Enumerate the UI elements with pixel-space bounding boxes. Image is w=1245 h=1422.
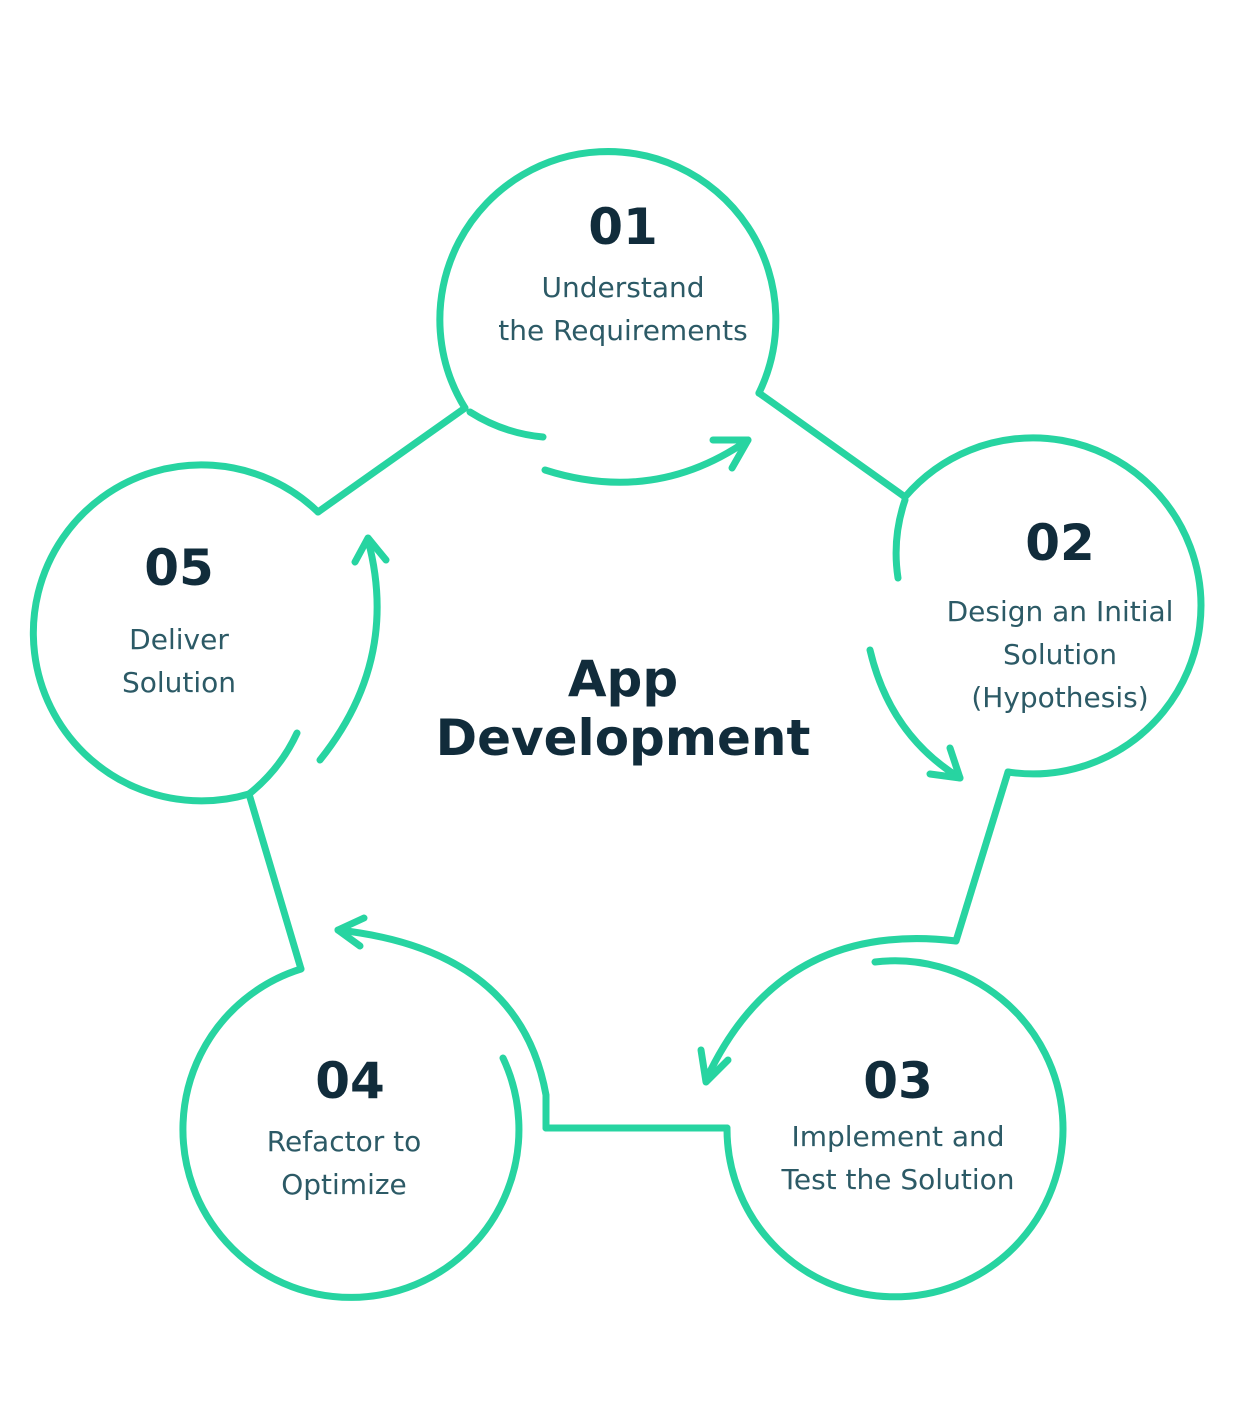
step-01-arrowhead-icon bbox=[709, 436, 752, 472]
connector-04-05 bbox=[245, 790, 305, 973]
step-04-number: 04 bbox=[315, 1052, 385, 1110]
connector-02-03 bbox=[952, 768, 1012, 945]
step-05-number: 05 bbox=[144, 539, 214, 597]
step-03-label-line-1: Implement and bbox=[791, 1120, 1004, 1153]
step-02-arrowhead-icon bbox=[926, 744, 964, 782]
step-05-label-line-1: Deliver bbox=[129, 623, 229, 656]
step-04: 04 Refactor to Optimize bbox=[179, 914, 550, 1301]
connector-05-01 bbox=[314, 404, 469, 516]
step-01-label-line-2: the Requirements bbox=[498, 314, 748, 347]
step-02-label-line-1: Design an Initial bbox=[947, 595, 1174, 628]
center-title-line-1: App bbox=[568, 650, 678, 708]
connector-01-02 bbox=[755, 389, 909, 501]
step-02: 02 Design an Initial Solution (Hypothesi… bbox=[866, 434, 1205, 782]
step-01-arrow-arc bbox=[541, 436, 752, 486]
center-title: App Development bbox=[436, 650, 811, 767]
step-02-arrow-arc bbox=[866, 646, 964, 782]
center-title-line-2: Development bbox=[436, 709, 811, 767]
step-05-ring bbox=[29, 461, 322, 805]
step-01-ring bbox=[436, 148, 780, 412]
connector-lines bbox=[245, 389, 1012, 1132]
step-02-ring bbox=[901, 434, 1205, 778]
step-01: 01 Understand the Requirements bbox=[436, 148, 780, 486]
step-04-arrow-arc bbox=[334, 926, 550, 1132]
step-05-arrowhead-icon bbox=[351, 534, 390, 566]
step-04-arrowhead-icon bbox=[334, 914, 368, 950]
step-01-label-line-1: Understand bbox=[542, 271, 705, 304]
step-03-number: 03 bbox=[863, 1052, 933, 1110]
step-02-inner-arc bbox=[892, 496, 909, 582]
step-03-arrow-arc bbox=[702, 935, 960, 1084]
step-05-inner-arc bbox=[245, 729, 301, 798]
step-03-label-line-2: Test the Solution bbox=[781, 1163, 1015, 1196]
step-04-label-line-2: Optimize bbox=[281, 1168, 407, 1201]
step-02-number: 02 bbox=[1025, 514, 1095, 572]
step-04-ring bbox=[179, 965, 523, 1301]
step-02-label-line-3: (Hypothesis) bbox=[971, 681, 1148, 714]
step-03: 03 Implement and Test the Solution bbox=[697, 935, 1067, 1301]
step-05-label-line-2: Solution bbox=[122, 666, 236, 699]
step-04-label-line-1: Refactor to bbox=[267, 1125, 421, 1158]
step-05: 05 Deliver Solution bbox=[29, 461, 390, 805]
step-01-number: 01 bbox=[588, 198, 658, 256]
step-02-label-line-2: Solution bbox=[1003, 638, 1117, 671]
step-03-arrowhead-icon bbox=[697, 1046, 732, 1086]
step-03-ring bbox=[723, 957, 1067, 1301]
step-05-arrow-arc bbox=[316, 536, 381, 764]
step-01-inner-arrow-arc bbox=[466, 408, 547, 441]
